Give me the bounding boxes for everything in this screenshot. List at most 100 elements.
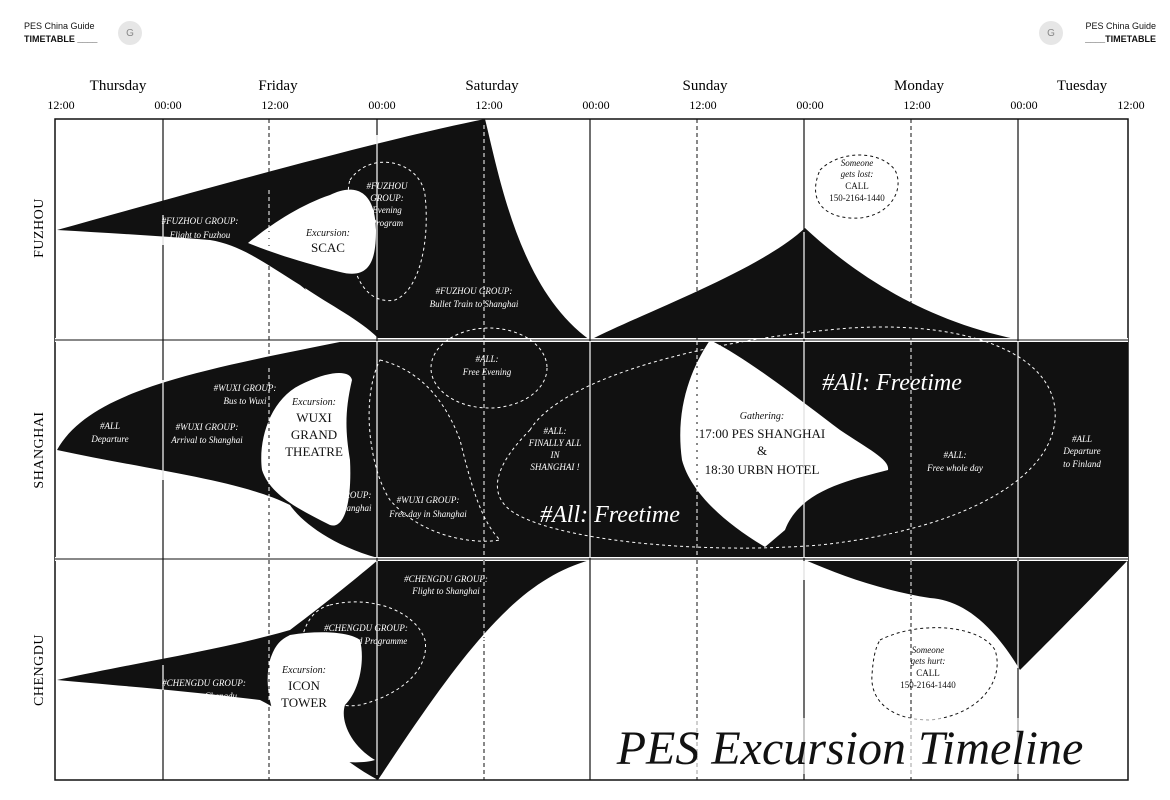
finland-label: to Finland [1063, 459, 1101, 469]
header-left-subtitle: TIMETABLE ____ [24, 34, 98, 44]
chengdu-flight-label: Flight to Chengdu [170, 691, 237, 701]
scac-label: Excursion: [305, 228, 350, 239]
callouts-dark [815, 154, 998, 721]
hurt-label: 150-2164-1440 [900, 680, 956, 690]
departure-label: Departure [90, 434, 128, 444]
page-title: PES Excursion Timeline [616, 722, 1084, 775]
day-monday: Monday [894, 78, 944, 94]
fuzhou-evening-label: #FUZHOU [366, 181, 408, 191]
scac-label: SCAC [311, 240, 345, 255]
wuxi-theatre-shape [261, 373, 352, 526]
arrival-label: Arrival to Shanghai [170, 435, 243, 445]
wuxi-freeday-label: #WUXI GROUP: [397, 495, 460, 505]
header-left: PES China Guide TIMETABLE ____ [24, 20, 97, 46]
time-label: 12:00 [903, 98, 930, 112]
fuzhou-evening-label: Program [370, 218, 404, 228]
finally-label: #ALL: [543, 426, 566, 436]
day-thursday: Thursday [90, 78, 147, 94]
finally-label: SHANGHAI ! [530, 462, 579, 472]
finland-label: #ALL [1072, 434, 1092, 444]
time-label: 12:00 [689, 98, 716, 112]
chengdu-flight-shanghai-label: #CHENGDU GROUP: [404, 574, 488, 584]
fuzhou-flight-label: Flight to Fuzhou [169, 230, 231, 240]
gathering-label: Gathering: [740, 411, 784, 422]
time-label: 00:00 [582, 98, 609, 112]
hurt-label: CALL [916, 668, 940, 678]
fuzhou-evening-label: GROUP: [370, 193, 404, 203]
chengdu-return-shape [805, 560, 1128, 670]
wuxi-train-label: train to Shanghai [308, 503, 372, 513]
freetime-callout [496, 326, 1056, 549]
icon-tower-label: Excursion: [281, 665, 326, 676]
time-label: 12:00 [1117, 98, 1144, 112]
header-left-title: PES China Guide [24, 21, 95, 31]
lost-label: gets lost: [841, 169, 874, 179]
header-right-title: PES China Guide [1085, 21, 1156, 31]
fuzhou-train-label: Bullet Train to Shanghai [430, 299, 519, 309]
wuxi-label: THEATRE [285, 444, 343, 459]
lost-callout [815, 154, 899, 219]
wuxi-label: WUXI [296, 410, 331, 425]
time-label: 00:00 [1010, 98, 1037, 112]
wuxi-label: GRAND [291, 427, 337, 442]
time-label: 12:00 [261, 98, 288, 112]
logo-right-icon: G [1039, 21, 1063, 45]
bus-label: #WUXI GROUP: [214, 383, 277, 393]
freetime-big-label: #All: Freetime [822, 370, 962, 396]
header-right-subtitle: ____TIMETABLE [1085, 34, 1156, 44]
chengdu-org-label: #CHENGDU GROUP: [324, 623, 408, 633]
fuzhou-train-shape [590, 228, 1020, 340]
wuxi-free-callout [368, 359, 502, 542]
finland-label: Departure [1062, 446, 1100, 456]
gathering-shape [680, 340, 889, 547]
arrival-label: #WUXI GROUP: [176, 422, 239, 432]
time-label: 00:00 [368, 98, 395, 112]
day-sunday: Sunday [683, 78, 729, 94]
departure-label: #ALL [100, 421, 120, 431]
hurt-label: Someone [912, 645, 945, 655]
lost-label: CALL [845, 181, 869, 191]
fuzhou-evening-callout [347, 161, 427, 302]
whole-day-label: #ALL: [943, 450, 966, 460]
gathering-label: 17:00 PES SHANGHAI [699, 426, 825, 441]
hurt-callout [871, 627, 998, 721]
excursion-shapes [248, 189, 889, 763]
free-evening-callout [430, 327, 548, 409]
grid-inverse-dashed [268, 125, 912, 700]
icon-tower-label: TOWER [281, 695, 327, 710]
chengdu-org-label: Organized Programme [325, 636, 408, 646]
gathering-label: 18:30 URBN HOTEL [705, 462, 820, 477]
time-label: 00:00 [796, 98, 823, 112]
chengdu-flight-label: #CHENGDU GROUP: [162, 678, 246, 688]
scac-shape [248, 189, 376, 274]
chengdu-org-callout [299, 601, 427, 707]
finally-label: FINALLY ALL [528, 438, 581, 448]
whole-day-label: Free whole day [926, 463, 983, 473]
freetime-big-label: #All: Freetime [540, 502, 680, 528]
day-friday: Friday [258, 78, 298, 94]
gathering-label: & [757, 443, 767, 458]
grid-inverse [162, 135, 1019, 775]
row-shanghai: SHANGHAI [32, 411, 47, 488]
icon-tower-label: ICON [288, 678, 320, 693]
free-evening-label: #ALL: [475, 354, 498, 364]
fuzhou-train-label: #FUZHOU GROUP: [436, 286, 513, 296]
time-label: 12:00 [475, 98, 502, 112]
free-evening-label: Free Evening [462, 367, 512, 377]
time-label: 00:00 [154, 98, 181, 112]
hurt-label: gets hurt: [911, 656, 946, 666]
wuxi-freeday-label: Free day in Shanghai [388, 509, 467, 519]
icon-tower-shape [267, 632, 375, 763]
wuxi-label: Excursion: [291, 397, 336, 408]
lost-label: Someone [841, 158, 874, 168]
time-label: 12:00 [47, 98, 74, 112]
fuzhou-flight-label: #FUZHOU GROUP: [162, 216, 239, 226]
lost-label: 150-2164-1440 [829, 193, 885, 203]
day-saturday: Saturday [465, 78, 519, 94]
wuxi-train-label: #WUXI GROUP: [309, 490, 372, 500]
day-tuesday: Tuesday [1057, 78, 1108, 94]
callouts [299, 161, 1056, 707]
header-right: PES China Guide ____TIMETABLE [1085, 20, 1156, 46]
row-chengdu: CHENGDU [32, 634, 47, 706]
